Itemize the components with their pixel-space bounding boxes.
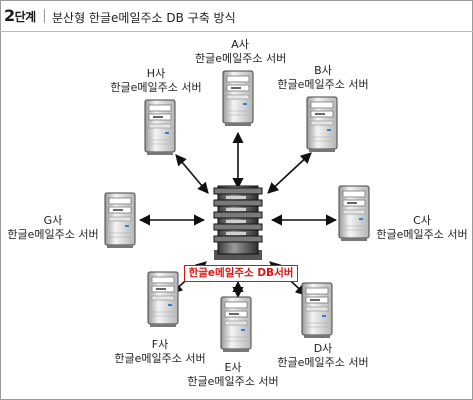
server-f-label: F사 한글e메일주소 서버: [110, 338, 210, 366]
central-db-label: 한글e메일주소 DB서버: [184, 265, 298, 282]
server-h-label: H사 한글e메일주소 서버: [106, 67, 206, 95]
server-b-label: B사 한글e메일주소 서버: [273, 64, 373, 92]
server-desc: 한글e메일주소 서버: [7, 228, 99, 241]
server-name: A사: [231, 38, 249, 51]
server-desc: 한글e메일주소 서버: [195, 52, 287, 65]
step-indicator: 2단계: [4, 6, 36, 25]
server-g-tower: [104, 192, 136, 248]
server-desc: 한글e메일주소 서버: [114, 352, 206, 365]
header-divider: [0, 31, 473, 32]
server-a-tower: [222, 70, 254, 126]
server-desc: 한글e메일주소 서버: [277, 356, 369, 369]
server-c-label: C사 한글e메일주소 서버: [373, 214, 471, 242]
page-title: 분산형 한글e메일주소 DB 구축 방식: [52, 11, 236, 25]
server-name: H사: [146, 67, 166, 80]
server-e-label: E사 한글e메일주소 서버: [183, 361, 283, 389]
server-c-tower: [338, 185, 370, 241]
server-f-tower: [147, 271, 179, 327]
server-name: D사: [313, 342, 333, 355]
server-e-tower: [220, 296, 252, 352]
arrow-b: [267, 152, 312, 194]
server-h-tower: [144, 99, 176, 155]
server-name: G사: [43, 214, 63, 227]
arrow-h: [175, 154, 209, 194]
server-d-label: D사 한글e메일주소 서버: [273, 342, 373, 370]
server-a-label: A사 한글e메일주소 서버: [195, 38, 287, 66]
central-db-server: [213, 185, 263, 260]
server-desc: 한글e메일주소 서버: [110, 81, 202, 94]
server-name: C사: [413, 214, 431, 227]
server-g-label: G사 한글e메일주소 서버: [3, 214, 103, 242]
server-desc: 한글e메일주소 서버: [376, 228, 468, 241]
server-b-tower: [306, 96, 338, 152]
server-d-tower: [301, 282, 333, 338]
header-separator: [44, 9, 45, 23]
server-name: E사: [224, 361, 242, 374]
header: 2단계 분산형 한글e메일주소 DB 구축 방식: [0, 0, 473, 34]
server-name: B사: [314, 64, 332, 77]
step-suffix: 단계: [14, 10, 37, 24]
server-desc: 한글e메일주소 서버: [187, 375, 279, 388]
step-number: 2: [4, 6, 15, 25]
server-desc: 한글e메일주소 서버: [277, 78, 369, 91]
server-name: F사: [151, 338, 169, 351]
